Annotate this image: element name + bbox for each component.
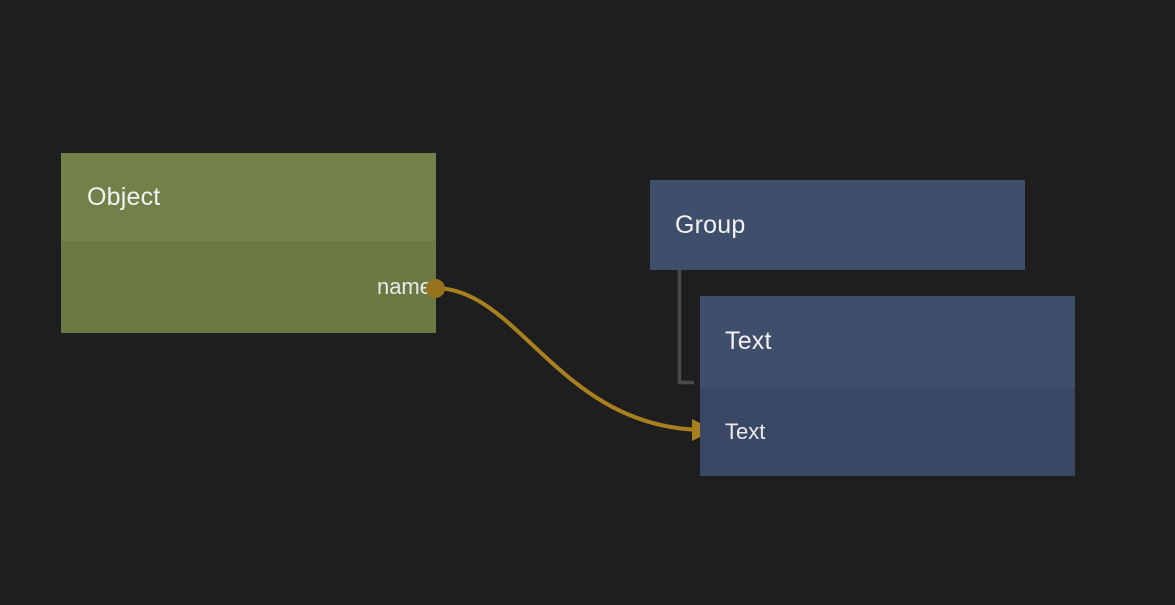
port-label-name: name [376,274,432,299]
node-group-title: Group [675,210,746,239]
node-text[interactable]: Text Text [700,296,1075,476]
node-text-body: Text [700,387,1075,476]
node-text-title: Text [725,327,772,355]
node-group-header[interactable]: Group [650,180,1025,270]
hierarchy-bracket-icon [677,270,694,385]
node-text-header[interactable]: Text [700,296,1075,387]
port-label-text-input: Text [725,418,766,444]
node-object-header[interactable]: Object [61,153,436,241]
node-object-body: name [61,241,436,333]
node-object[interactable]: Object name [61,153,436,333]
connection-edge-object-name-to-text[interactable] [433,286,708,432]
port-dot-name-output[interactable] [426,279,445,298]
port-row-name[interactable]: name [61,241,436,333]
port-row-text-input[interactable]: Text [700,387,1075,476]
node-object-title: Object [87,182,161,211]
node-group[interactable]: Group [650,180,1025,270]
